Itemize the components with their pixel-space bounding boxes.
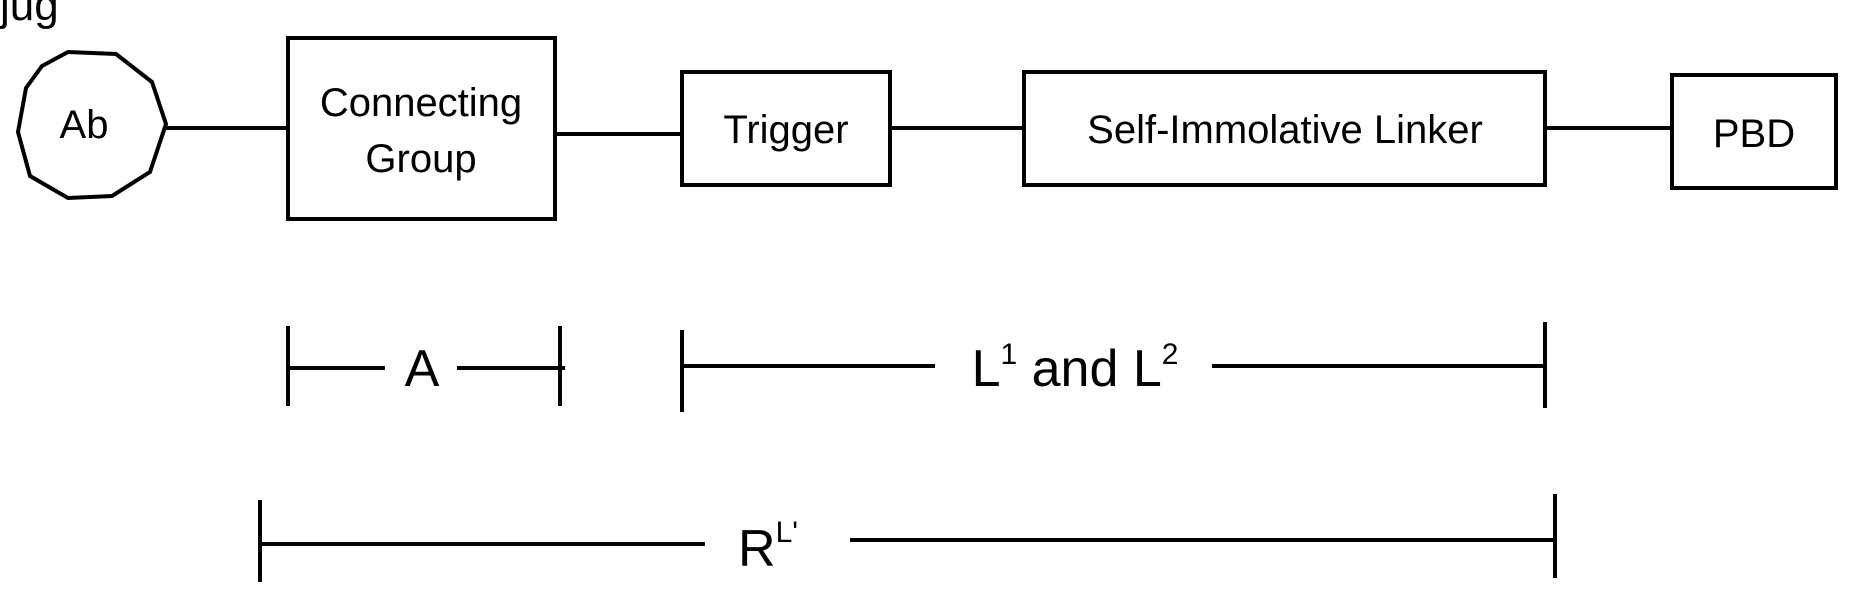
trigger-label: Trigger [723,108,848,152]
self-immolative-linker-node: Self-Immolative Linker [1024,72,1545,185]
connecting-group-node: Connecting Group [288,38,555,219]
span-a-label: A [405,340,440,398]
span-rl-label-r: R [738,520,776,578]
connecting-group-label-line2: Group [365,137,476,181]
connecting-group-label-line1: Connecting [320,81,522,125]
span-l1-l2-label-sup1: 1 [1000,338,1017,371]
span-l1-l2-label-sup2: 2 [1162,338,1179,371]
span-rl-bracket: RL' [260,494,1555,582]
trigger-node: Trigger [682,72,890,185]
span-rl-label: RL' [738,516,798,578]
cropped-header-text: jug [0,0,59,30]
span-l1-l2-label-l1: L [972,340,1001,398]
connecting-group-box [288,38,555,219]
pbd-label: PBD [1713,112,1795,156]
self-immolative-linker-label: Self-Immolative Linker [1087,108,1483,152]
span-l1-l2-bracket: L1 and L2 [682,322,1545,412]
span-rl-label-sup: L' [776,516,798,549]
antibody-node: Ab [18,52,166,198]
span-l1-l2-label: L1 and L2 [972,338,1179,398]
span-a-bracket: A [288,326,565,406]
antibody-label: Ab [60,103,109,147]
span-l1-l2-label-l2: L [1133,340,1162,398]
span-l1-l2-label-and: and [1017,340,1133,398]
pbd-node: PBD [1672,75,1836,188]
